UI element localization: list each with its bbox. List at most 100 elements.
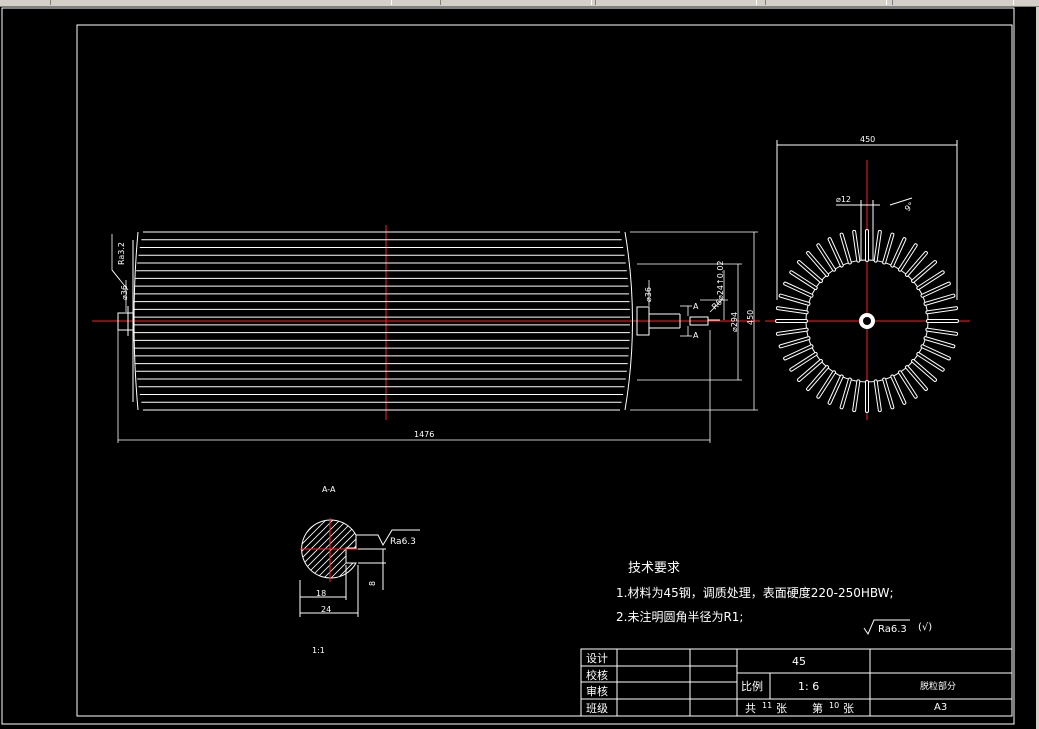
section-mark-a-top: A <box>693 302 699 311</box>
end-view-fin-inner <box>905 366 927 391</box>
tech-requirement-2: 2.未注明圆角半径为R1; <box>616 609 743 624</box>
end-view-fins <box>775 229 959 413</box>
end-view-fin-inner <box>898 371 917 398</box>
section-scale: 1:1 <box>312 646 325 655</box>
tb-scale-label: 比例 <box>741 679 763 693</box>
dim-dia-12: ⌀12 <box>836 195 851 204</box>
tb-total-unit: 张 <box>776 702 787 715</box>
section-mark-a-bottom: A <box>693 331 699 340</box>
roughness-ra63-suffix: (√) <box>918 622 932 633</box>
dim-length-1476: 1476 <box>414 430 434 439</box>
scrollbar-edge[interactable] <box>1036 7 1039 729</box>
end-view-fin-inner <box>807 251 829 276</box>
end-view-fin-inner <box>926 328 958 335</box>
tb-class: 班级 <box>586 702 608 715</box>
end-view-fin-inner <box>828 238 843 267</box>
end-view-fin-inner <box>891 238 906 267</box>
end-view-fin-inner <box>776 307 808 314</box>
end-view-fin-inner <box>817 371 836 398</box>
section-title: A-A <box>322 485 336 494</box>
tb-sheet-unit: 张 <box>843 702 854 715</box>
dim-height-450: 450 <box>746 310 755 325</box>
end-view-fin-inner <box>883 233 894 264</box>
dim-dia-24: ⌀24↑0.02 <box>716 260 725 300</box>
end-view-fin-inner <box>917 271 944 290</box>
sheet-inner-border <box>76 24 1013 717</box>
drawing-canvas[interactable]: 1476 450 ⌀294 ⌀24↑0.02 R6 ⌀36 ⌀36 Ra3.2 … <box>0 7 1039 729</box>
drum-ribs <box>133 231 633 411</box>
end-view-fin-inner <box>891 375 906 404</box>
end-view-fin-inner <box>921 282 950 297</box>
end-view-fin-inner <box>817 244 836 271</box>
sheet-outer-border <box>1 7 1015 725</box>
end-view-fin-inner <box>917 352 944 371</box>
tb-check: 校核 <box>586 668 608 682</box>
end-view-fin-inner <box>926 307 958 314</box>
end-view-fin-inner <box>797 261 822 283</box>
tb-sheet-count: 10 <box>829 701 839 710</box>
roughness-ra32: Ra3.2 <box>117 242 126 265</box>
dim-24: 24 <box>321 605 331 614</box>
tb-material: 45 <box>792 655 806 668</box>
dim-angle-9: 9° <box>903 201 916 214</box>
end-view-fin-inner <box>828 375 843 404</box>
end-view-fin-inner <box>797 359 822 381</box>
end-view-fin-inner <box>883 378 894 409</box>
roughness-ra63-section: Ra6.3 <box>390 537 416 547</box>
end-view-fin-inner <box>807 366 829 391</box>
end-view-fin-inner <box>779 337 810 348</box>
end-view-fin-inner <box>921 345 950 360</box>
dim-18: 18 <box>316 589 326 598</box>
tb-sheet-label: 第 <box>812 701 823 715</box>
end-view-fin-inner <box>776 328 808 335</box>
end-view-fin-inner <box>924 337 955 348</box>
end-view-fin-inner <box>840 378 851 409</box>
dim-width-450: 450 <box>860 135 875 144</box>
drum-end-view <box>765 140 970 420</box>
tb-total-count: 11 <box>762 701 772 710</box>
end-view-fin-inner <box>905 251 927 276</box>
end-view-fin-inner <box>853 380 860 412</box>
end-view-fin-inner <box>784 282 813 297</box>
end-view-fin-inner <box>784 345 813 360</box>
toolbar-segment[interactable] <box>50 0 392 5</box>
main-view-dimensions <box>111 231 758 443</box>
hatch-line <box>301 520 328 578</box>
toolbar-segment[interactable] <box>440 0 592 5</box>
hatch-line <box>301 520 321 578</box>
dim-dia-294: ⌀294 <box>730 312 739 332</box>
tb-part-name: 脱粒部分 <box>920 680 956 692</box>
tb-design: 设计 <box>586 652 608 665</box>
dim-dia-36-left: ⌀36 <box>120 285 129 300</box>
tech-requirements-title: 技术要求 <box>628 561 680 576</box>
end-view-fin-inner <box>779 294 810 305</box>
tech-requirement-1: 1.材料为45钢，调质处理，表面硬度220-250HBW; <box>616 585 894 600</box>
dim-8: 8 <box>368 581 377 586</box>
title-block <box>580 648 1013 717</box>
end-view-fin-inner <box>912 261 937 283</box>
tb-size: A3 <box>934 702 947 713</box>
end-view-fin-inner <box>853 230 860 262</box>
drum-end-curve <box>624 231 633 411</box>
end-view-fin-inner <box>874 230 881 262</box>
toolbar-segment[interactable] <box>595 0 757 5</box>
section-a-a <box>299 518 420 617</box>
tb-review: 审核 <box>586 684 608 698</box>
hatch-line <box>336 520 356 578</box>
toolbar-segment[interactable] <box>892 0 1014 5</box>
drum-main-view <box>92 225 760 420</box>
end-view-fin-inner <box>790 271 817 290</box>
hatch-line <box>329 520 356 578</box>
tb-scale-value: 1: 6 <box>798 680 819 693</box>
tb-total-label: 共 <box>745 702 756 715</box>
end-view-fin-inner <box>912 359 937 381</box>
toolbar <box>0 0 1039 7</box>
end-view-fin-inner <box>840 233 851 264</box>
end-view-fin-inner <box>898 244 917 271</box>
toolbar-segment[interactable] <box>765 0 887 5</box>
drum-end-curve <box>133 231 139 411</box>
roughness-ra63-general: Ra6.3 <box>878 624 907 635</box>
end-view-fin-inner <box>790 352 817 371</box>
dim-dia-36-right: ⌀36 <box>644 287 653 302</box>
end-view-fin-inner <box>874 380 881 412</box>
